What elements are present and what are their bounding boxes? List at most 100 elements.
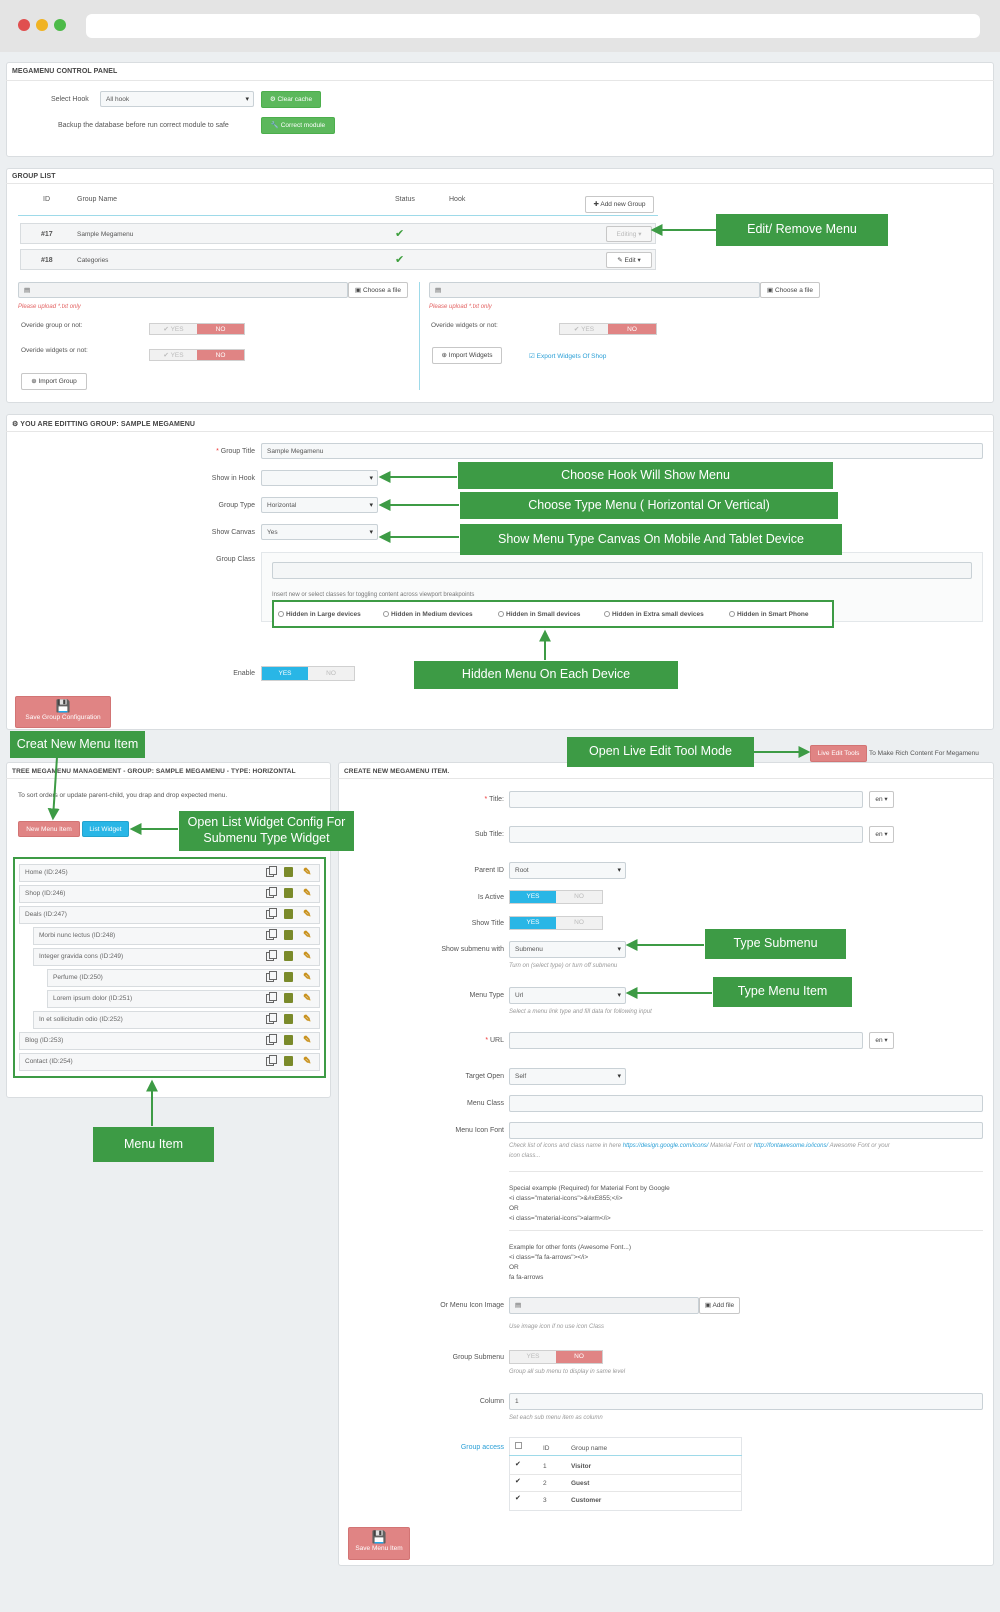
duplicate-icon[interactable]: [266, 950, 277, 961]
no-option[interactable]: NO: [197, 324, 244, 334]
tree-item[interactable]: Shop (ID:246)✎: [19, 885, 320, 903]
clipboard-icon[interactable]: [284, 930, 293, 940]
parent-id-select[interactable]: Root: [509, 862, 626, 879]
new-menu-item-button[interactable]: New Menu Item: [18, 821, 80, 837]
live-edit-tools-button[interactable]: Live Edit Tools: [810, 745, 867, 762]
tree-item[interactable]: Integer gravida cons (ID:249)✎: [33, 948, 320, 966]
show-in-hook-select[interactable]: [261, 470, 378, 486]
yes-option[interactable]: ✔ YES: [150, 350, 197, 360]
yes-option[interactable]: YES: [262, 667, 308, 680]
no-option[interactable]: NO: [556, 917, 602, 929]
clipboard-icon[interactable]: [284, 951, 293, 961]
duplicate-icon[interactable]: [266, 1034, 277, 1045]
minimize-window-dot[interactable]: [36, 19, 48, 31]
clipboard-icon[interactable]: [284, 972, 293, 982]
clipboard-icon[interactable]: [284, 909, 293, 919]
group-title-input[interactable]: Sample Megamenu: [261, 443, 983, 459]
pencil-icon[interactable]: ✎: [303, 1035, 312, 1046]
pencil-icon[interactable]: ✎: [303, 888, 312, 899]
no-option[interactable]: NO: [556, 891, 602, 903]
choose-file-button[interactable]: ▣ Choose a file: [760, 282, 820, 298]
device-option[interactable]: Hidden in Large devices: [278, 611, 361, 618]
subtitle-input[interactable]: [509, 826, 863, 843]
group-row[interactable]: [20, 249, 656, 270]
group-type-select[interactable]: Horizontal: [261, 497, 378, 513]
language-dropdown[interactable]: en ▾: [869, 791, 894, 808]
select-hook-dropdown[interactable]: All hook: [100, 91, 254, 107]
widgets-file-input[interactable]: ▤: [429, 282, 760, 298]
clipboard-icon[interactable]: [284, 1035, 293, 1045]
pencil-icon[interactable]: ✎: [303, 951, 312, 962]
tree-item[interactable]: In et sollicitudin odio (ID:252)✎: [33, 1011, 320, 1029]
tree-item[interactable]: Contact (ID:254)✎: [19, 1053, 320, 1071]
correct-module-button[interactable]: 🔧 Correct module: [261, 117, 335, 134]
yes-option[interactable]: ✔ YES: [150, 324, 197, 334]
clear-cache-button[interactable]: ⚙ Clear cache: [261, 91, 321, 108]
clipboard-icon[interactable]: [284, 993, 293, 1003]
target-open-select[interactable]: Self: [509, 1068, 626, 1085]
menu-class-input[interactable]: [509, 1095, 983, 1112]
tree-item[interactable]: Blog (ID:253)✎: [19, 1032, 320, 1050]
clipboard-icon[interactable]: [284, 1014, 293, 1024]
pencil-icon[interactable]: ✎: [303, 1056, 312, 1067]
duplicate-icon[interactable]: [266, 992, 277, 1003]
device-option[interactable]: Hidden in Extra small devices: [604, 611, 704, 618]
save-menu-item-button[interactable]: 💾Save Menu Item: [348, 1527, 410, 1560]
yes-option[interactable]: ✔ YES: [560, 324, 608, 334]
tree-item[interactable]: Deals (ID:247)✎: [19, 906, 320, 924]
select-all-checkbox[interactable]: [515, 1442, 522, 1449]
maximize-window-dot[interactable]: [54, 19, 66, 31]
address-bar[interactable]: [86, 14, 980, 38]
language-dropdown[interactable]: en ▾: [869, 1032, 894, 1049]
edit-dropdown[interactable]: ✎ Edit ▾: [606, 252, 652, 268]
show-canvas-select[interactable]: Yes: [261, 524, 378, 540]
export-widgets-link[interactable]: ☑ Export Widgets Of Shop: [529, 353, 607, 360]
pencil-icon[interactable]: ✎: [303, 909, 312, 920]
pencil-icon[interactable]: ✎: [303, 867, 312, 878]
no-option[interactable]: NO: [308, 667, 354, 680]
close-window-dot[interactable]: [18, 19, 30, 31]
list-widget-button[interactable]: List Widget: [82, 821, 129, 837]
pencil-icon[interactable]: ✎: [303, 993, 312, 1004]
yes-option[interactable]: YES: [510, 917, 556, 929]
no-option[interactable]: NO: [608, 324, 656, 334]
no-option[interactable]: NO: [556, 1351, 602, 1363]
icon-image-input[interactable]: ▤: [509, 1297, 699, 1314]
duplicate-icon[interactable]: [266, 908, 277, 919]
duplicate-icon[interactable]: [266, 866, 277, 877]
tree-item[interactable]: Morbi nunc lectus (ID:248)✎: [33, 927, 320, 945]
tree-item[interactable]: Lorem ipsum dolor (ID:251)✎: [47, 990, 320, 1008]
group-file-input[interactable]: ▤: [18, 282, 348, 298]
no-option[interactable]: NO: [197, 350, 244, 360]
clipboard-icon[interactable]: [284, 867, 293, 877]
material-icons-link[interactable]: https://design.google.com/icons/: [622, 1143, 709, 1149]
duplicate-icon[interactable]: [266, 1013, 277, 1024]
duplicate-icon[interactable]: [266, 971, 277, 982]
duplicate-icon[interactable]: [266, 1055, 277, 1066]
fontawesome-link[interactable]: http://fontawesome.io/icons/: [753, 1143, 829, 1149]
url-input[interactable]: [509, 1032, 863, 1049]
tree-item[interactable]: Perfume (ID:250)✎: [47, 969, 320, 987]
choose-file-button[interactable]: ▣ Choose a file: [348, 282, 408, 298]
save-group-button[interactable]: 💾Save Group Configuration: [15, 696, 111, 728]
device-option[interactable]: Hidden in Smart Phone: [729, 611, 809, 618]
checkbox-checked-icon[interactable]: ✔: [515, 1461, 521, 1468]
duplicate-icon[interactable]: [266, 887, 277, 898]
device-option[interactable]: Hidden in Small devices: [498, 611, 580, 618]
clipboard-icon[interactable]: [284, 888, 293, 898]
menu-type-select[interactable]: Url: [509, 987, 626, 1004]
pencil-icon[interactable]: ✎: [303, 930, 312, 941]
group-class-input[interactable]: [272, 562, 972, 579]
import-widgets-button[interactable]: ⊕ Import Widgets: [432, 347, 502, 364]
clipboard-icon[interactable]: [284, 1056, 293, 1066]
device-option[interactable]: Hidden in Medium devices: [383, 611, 473, 618]
import-group-button[interactable]: ⊕ Import Group: [21, 373, 87, 390]
tree-item[interactable]: Home (ID:245)✎: [19, 864, 320, 882]
